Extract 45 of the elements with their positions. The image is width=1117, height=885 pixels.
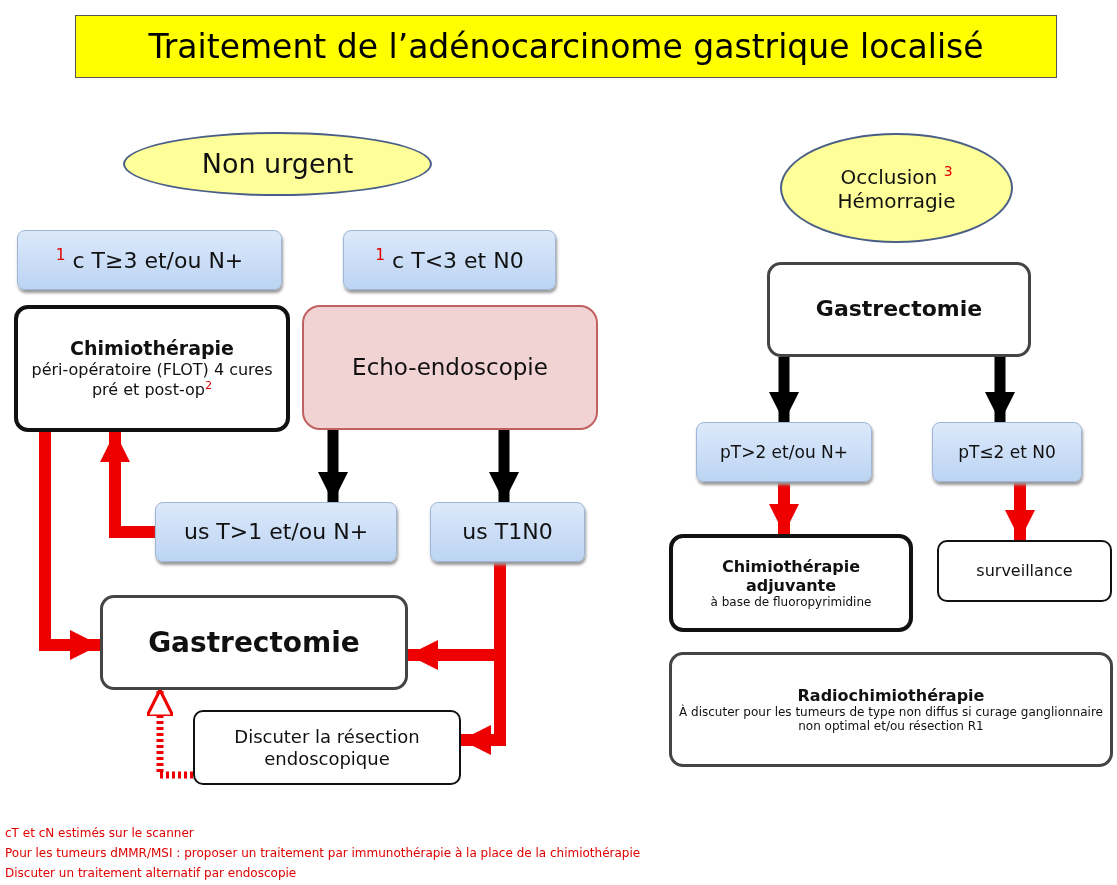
arrow <box>145 688 193 779</box>
description: À discuter pour les tumeurs de type non diffus si curage ganglionnaire non optimal et/ou résection R1 <box>678 704 1104 734</box>
footnote: Discuter un traitement alternatif par endoscopie <box>5 866 297 880</box>
process-box <box>100 595 408 690</box>
process-box <box>193 710 461 785</box>
node-label: $^{1}$ c T≥3 et/ou N+ <box>54 245 245 275</box>
node-label: pT≤2 et N0 <box>957 441 1057 463</box>
node-label: $^{1}$ c T<3 et N0 <box>374 245 525 275</box>
condition-box <box>17 230 282 290</box>
node-label: Discuter la résection endoscopique <box>233 725 421 770</box>
node-label: pT>2 et/ou N+ <box>719 441 849 463</box>
arrow <box>1005 482 1035 540</box>
node-label: Gastrectomie <box>814 296 984 323</box>
condition-box <box>430 502 585 562</box>
condition-box <box>155 502 397 562</box>
arrow <box>39 432 100 660</box>
node-label: us T>1 et/ou N+ <box>182 518 370 546</box>
condition-box <box>696 422 872 482</box>
heading: Radiochimiothérapie <box>796 685 986 705</box>
process-box <box>937 540 1112 602</box>
description: péri-opératoire (FLOT) 4 cures pré et post-op$^{2}$ <box>30 360 274 400</box>
arrow <box>769 482 799 534</box>
arrow <box>318 430 348 502</box>
node-label: Gastrectomie <box>147 625 361 660</box>
title-banner: Traitement de l’adénocarcinome gastrique localisé <box>75 15 1057 78</box>
node-label: us T1N0 <box>461 518 554 546</box>
description: à base de fluoropyrimidine <box>709 595 873 610</box>
heading: Chimiothérapie <box>68 337 235 361</box>
node-label: surveillance <box>975 561 1074 581</box>
process-box <box>669 652 1113 767</box>
footnote: cT et cN estimés sur le scanner <box>5 826 194 840</box>
footnote: Pour les tumeurs dMMR/MSI : proposer un traitement par immunothérapie à la place de la chimiothérapie <box>5 846 641 860</box>
process-box <box>767 262 1031 357</box>
arrow <box>769 357 799 422</box>
arrow <box>985 357 1015 422</box>
node-label: Non urgent <box>200 147 355 181</box>
condition-box <box>343 230 556 290</box>
treatment-box <box>14 305 290 432</box>
exam-box <box>302 305 598 430</box>
node-label: Echo-endoscopie <box>351 353 549 382</box>
node-label: Occlusion $^{3}$ Hémorragie <box>836 163 957 213</box>
condition-box <box>932 422 1082 482</box>
arrow <box>489 430 519 502</box>
heading: Chimiothérapie adjuvante <box>720 556 862 595</box>
treatment-box <box>669 534 913 632</box>
